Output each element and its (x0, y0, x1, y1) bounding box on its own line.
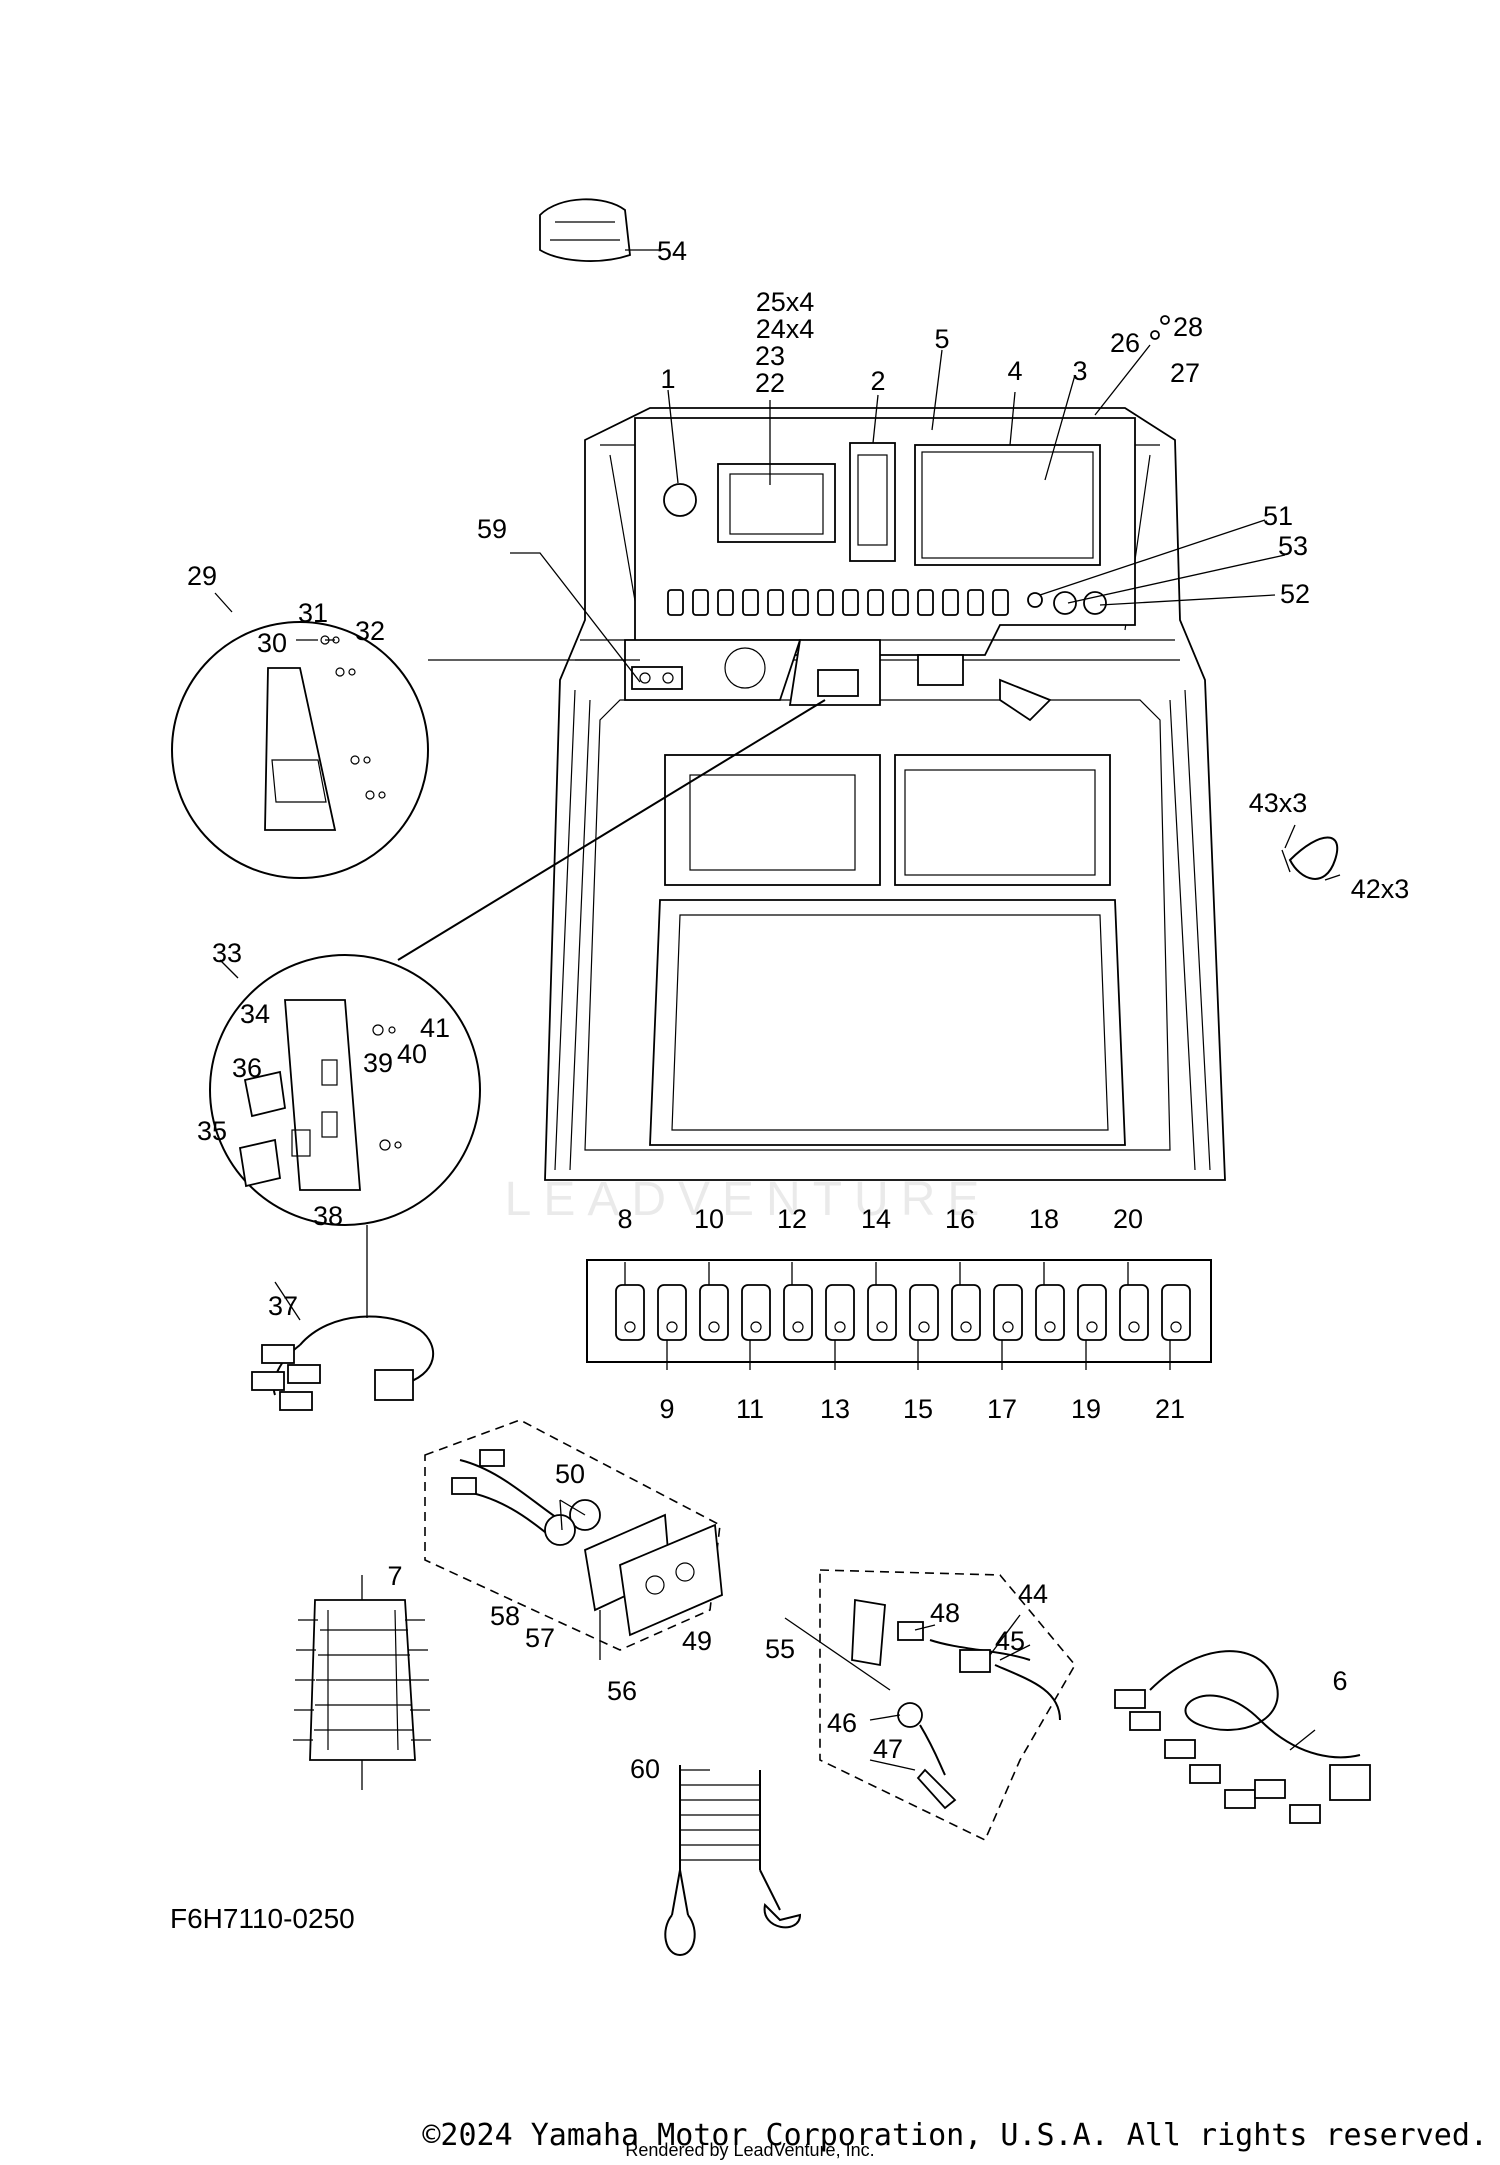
watermark-text: LEADVENTURE (505, 1173, 992, 1226)
callout-21: 21 (1155, 1394, 1185, 1424)
callout-49: 49 (682, 1626, 712, 1656)
lower-dash (624, 639, 1052, 722)
diagram-code: F6H7110-0250 (170, 1903, 355, 1934)
callout-7: 7 (387, 1561, 402, 1591)
lanyard (664, 1765, 802, 1957)
callout-26: 26 (1110, 328, 1140, 358)
callout-labels: 1 2 3 4 5 6 7 8 9 10 11 12 13 14 15 16 1… (187, 236, 1409, 1784)
callout-11: 11 (736, 1394, 764, 1424)
callout-40: 40 (397, 1039, 427, 1069)
cable-tie (1281, 836, 1339, 880)
callout-28: 28 (1173, 312, 1203, 342)
callout-17: 17 (987, 1394, 1017, 1424)
callout-45: 45 (995, 1626, 1025, 1656)
callout-13: 13 (820, 1394, 850, 1424)
callout-48: 48 (930, 1598, 960, 1628)
callout-32: 32 (355, 616, 385, 646)
callout-57: 57 (525, 1623, 555, 1653)
leader-59 (510, 552, 641, 683)
fuse-block (293, 1575, 431, 1790)
callout-6: 6 (1332, 1666, 1347, 1696)
callout-12: 12 (777, 1204, 807, 1234)
group-44 (784, 1569, 1076, 1842)
callout-3: 3 (1072, 356, 1087, 386)
rendered-by-notice: Rendered by LeadVenture, Inc. (625, 2140, 875, 2160)
callout-14: 14 (861, 1204, 891, 1234)
remote-fob (539, 198, 660, 262)
callout-2: 2 (870, 366, 885, 396)
callout-31: 31 (298, 598, 328, 628)
callout-19: 19 (1071, 1394, 1101, 1424)
callout-38: 38 (313, 1201, 343, 1231)
power-socket (1083, 591, 1107, 615)
copyright-notice: ©2024 Yamaha Motor Corporation, U.S.A. A… (422, 2118, 1488, 2153)
callout-44: 44 (1018, 1579, 1048, 1609)
callout-43: 43x3 (1249, 788, 1308, 818)
harness-6 (1114, 1650, 1371, 1824)
dash-panel (634, 417, 1136, 656)
switch-strip (586, 1259, 1212, 1363)
phone-holder (849, 442, 896, 562)
callout-42: 42x3 (1351, 874, 1410, 904)
callout-22: 22 (755, 368, 785, 398)
callout-29: 29 (187, 561, 217, 591)
callout-25: 25x4 (756, 287, 815, 317)
callout-4: 4 (1007, 356, 1022, 386)
cover-plate (914, 444, 1101, 566)
callout-36: 36 (232, 1053, 262, 1083)
callout-58: 58 (490, 1601, 520, 1631)
harness-37 (251, 1315, 435, 1411)
callout-39: 39 (363, 1048, 393, 1078)
callout-34: 34 (240, 999, 270, 1029)
callout-47: 47 (873, 1734, 903, 1764)
callout-50: 50 (555, 1459, 585, 1489)
callout-8: 8 (617, 1204, 632, 1234)
callout-10: 10 (694, 1204, 724, 1234)
storage-compartments (649, 754, 1126, 1146)
group-50 (424, 1419, 723, 1660)
callout-55: 55 (765, 1634, 795, 1664)
callout-30: 30 (257, 628, 287, 658)
callout-33: 33 (212, 938, 242, 968)
callout-60: 60 (630, 1754, 660, 1784)
callout-9: 9 (659, 1394, 674, 1424)
callout-18: 18 (1029, 1204, 1059, 1234)
callout-53: 53 (1278, 531, 1308, 561)
callout-52: 52 (1280, 579, 1310, 609)
detail-33 (209, 699, 826, 1318)
callout-24: 24x4 (756, 314, 815, 344)
callout-27: 27 (1170, 358, 1200, 388)
callout-54: 54 (657, 236, 687, 266)
callout-35: 35 (197, 1116, 227, 1146)
display-window (717, 463, 836, 543)
callout-41: 41 (420, 1013, 450, 1043)
screw-set-26 (1094, 315, 1170, 416)
callout-16: 16 (945, 1204, 975, 1234)
callout-56: 56 (607, 1676, 637, 1706)
callout-51: 51 (1263, 501, 1293, 531)
callout-1: 1 (660, 364, 675, 394)
leader-lines (214, 349, 1341, 1771)
callout-23: 23 (755, 341, 785, 371)
panel-switch-row (667, 589, 1009, 616)
usb-socket (1053, 591, 1077, 615)
callout-59: 59 (477, 514, 507, 544)
gauge-hole (663, 483, 697, 517)
callout-20: 20 (1113, 1204, 1143, 1234)
callout-5: 5 (934, 324, 949, 354)
callout-37: 37 (268, 1291, 298, 1321)
callout-46: 46 (827, 1708, 857, 1738)
callout-15: 15 (903, 1394, 933, 1424)
